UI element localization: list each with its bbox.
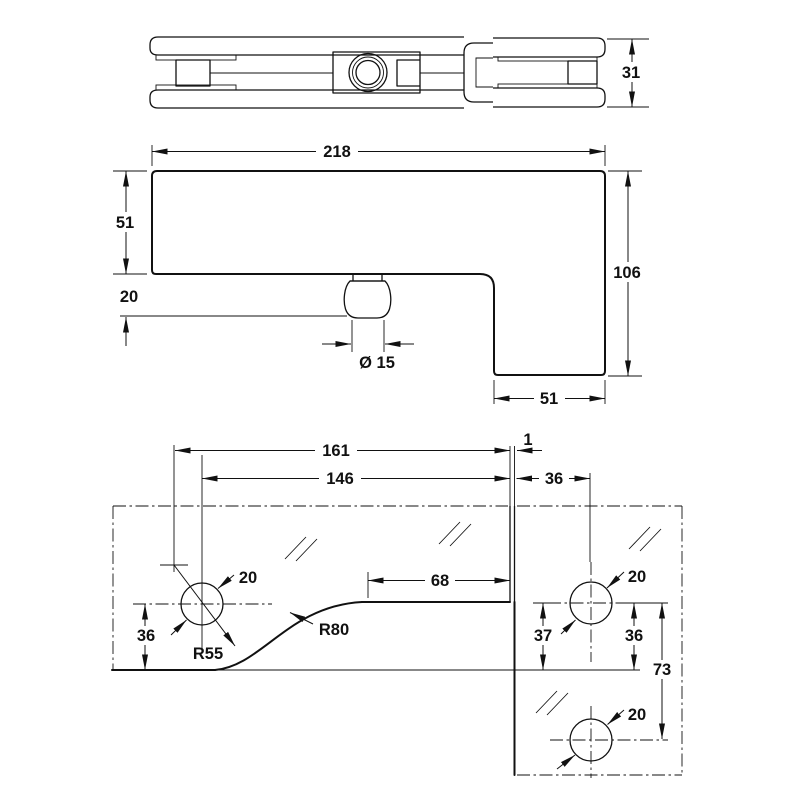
clamp-lip-top-right (497, 56, 598, 62)
dim-20-pin: 20 (120, 288, 347, 346)
dim-36-panel-label: 36 (625, 627, 643, 645)
dim-r80-label: R80 (319, 621, 349, 639)
stop-bracket-inner (475, 57, 493, 88)
dim-20-door-hole-label: 20 (239, 569, 257, 587)
dim-20-panel-bottom-label: 20 (628, 706, 646, 724)
dim-36-top: 36 (516, 469, 591, 562)
dim-161-label: 161 (322, 442, 350, 460)
dim-51-leg: 51 (493, 380, 606, 408)
glass-hatch-door-1 (284, 536, 318, 562)
dim-37-label: 37 (534, 627, 552, 645)
front-view: 218 51 20 Ø 15 106 (110, 142, 647, 408)
bottom-plate-right (493, 87, 606, 108)
dim-20-door-hole: 20 (170, 569, 257, 636)
dim-r80: R80 (289, 612, 349, 639)
dim-161: 161 (175, 441, 510, 460)
pivot-pin (343, 274, 392, 319)
pivot-boss-outer (348, 52, 388, 93)
dim-106: 106 (608, 170, 647, 377)
dim-20-panel-bottom: 20 (556, 706, 646, 770)
glass-hatch-panel-2 (535, 690, 569, 716)
dim-146: 146 (202, 469, 510, 488)
dim-68-label: 68 (431, 572, 449, 590)
dim-106-label: 106 (613, 264, 641, 282)
dim-20-panel-top: 20 (560, 568, 646, 635)
dim-36-top-label: 36 (545, 470, 563, 488)
glass-hatch-door-2 (438, 521, 472, 547)
dim-36-door: 36 (130, 604, 161, 670)
dim-20-pin-label: 20 (120, 288, 138, 306)
dim-20-panel-top-label: 20 (628, 568, 646, 586)
dim-31: 31 (607, 38, 649, 108)
dim-218-label: 218 (323, 143, 351, 161)
glass-clamp-block-right (567, 60, 598, 85)
clamp-lip-top-left (155, 54, 237, 61)
pivot-boss-ring (352, 56, 384, 89)
dim-36-panel: 36 (619, 603, 650, 670)
dim-146-label: 146 (326, 470, 354, 488)
top-plate-right (493, 37, 606, 58)
pivot-housing-step (396, 59, 420, 87)
fitting-body (151, 170, 606, 376)
bottom-plate-left (149, 89, 464, 109)
dim-31-label: 31 (622, 64, 640, 82)
pivot-pin-barrel (343, 280, 392, 319)
top-view: 31 (149, 36, 649, 109)
dim-dia15: Ø 15 (322, 320, 414, 372)
dim-51-leg-label: 51 (540, 390, 558, 408)
top-plate-left (149, 36, 464, 56)
glass-clamp-block-left (175, 59, 211, 87)
dim-68: 68 (367, 571, 510, 598)
dim-r55: R55 (173, 564, 236, 663)
fitting-cutout-curve (214, 601, 363, 671)
dim-37: 37 (528, 603, 559, 670)
dim-36-door-label: 36 (137, 627, 155, 645)
pivot-housing (332, 51, 421, 94)
stop-bracket (463, 42, 493, 103)
dim-73: 73 (647, 603, 678, 739)
dim-73-label: 73 (653, 661, 671, 679)
pivot-boss-inner (355, 59, 381, 86)
glass-hatch-panel-1 (628, 526, 662, 552)
dim-51-left: 51 (110, 170, 147, 275)
dim-dia15-label: Ø 15 (359, 354, 395, 372)
clamp-lip-bottom-right (497, 83, 598, 89)
clamp-lip-bottom-left (155, 84, 237, 91)
dim-1-label: 1 (523, 431, 532, 449)
dim-51-left-label: 51 (116, 214, 134, 232)
dim-r55-label: R55 (193, 645, 223, 663)
installation-view: 161 146 1 36 68 20 (111, 431, 683, 778)
dim-1-gap: 1 (517, 431, 542, 454)
dim-218: 218 (151, 142, 606, 166)
